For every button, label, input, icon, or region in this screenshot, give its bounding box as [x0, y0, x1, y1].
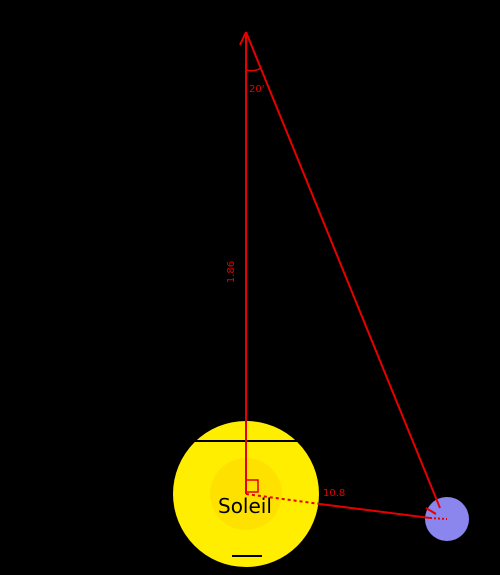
- apex-tick: [239, 31, 247, 46]
- right-angle-marker: [245, 479, 259, 493]
- short-side-label: 10.8: [323, 488, 345, 499]
- base-side-dotted: [245, 493, 321, 505]
- sun-label: Soleil: [218, 494, 272, 518]
- base-side-solid: [319, 503, 431, 519]
- triangle: [239, 31, 448, 520]
- apex-angle-label: 20': [249, 84, 264, 95]
- hypotenuse: [245, 31, 441, 509]
- long-side-label: 1.86: [226, 261, 237, 283]
- apex-angle-arc: [245, 67, 262, 72]
- base-side-end: [429, 517, 448, 520]
- planet-tick: [425, 507, 437, 515]
